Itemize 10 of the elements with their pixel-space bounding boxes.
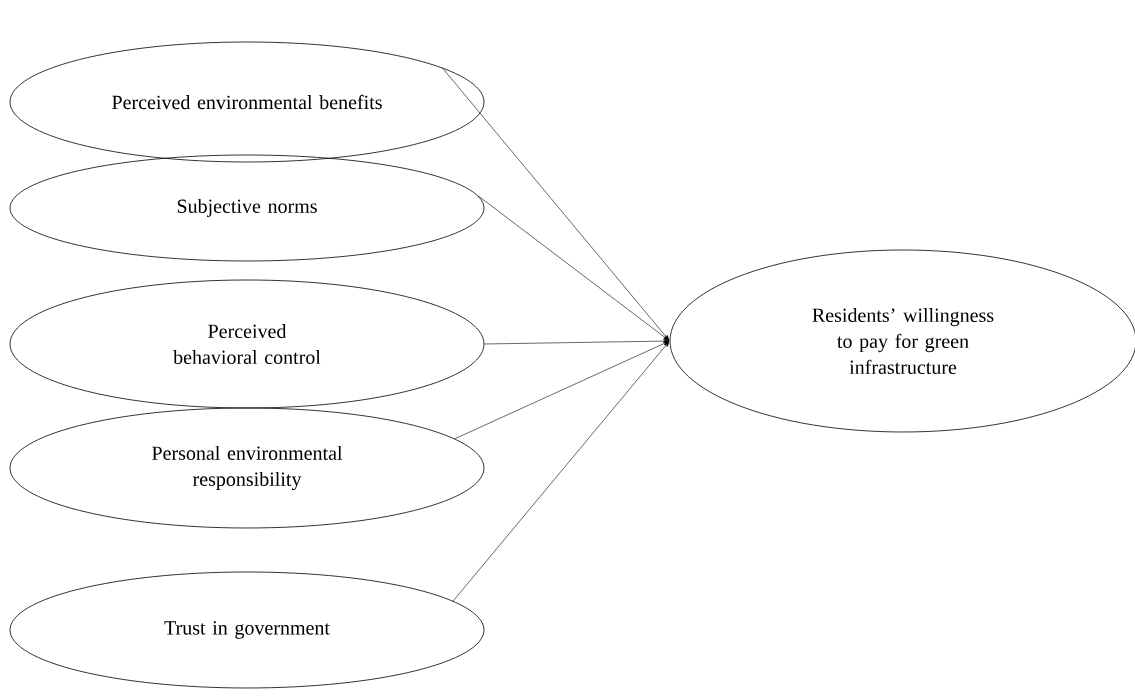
arrow: [477, 195, 670, 341]
ellipse-node: Perceived environmental benefits: [9, 41, 485, 163]
arrow: [452, 341, 670, 602]
ellipse-node: Perceived behavioral control: [9, 279, 485, 409]
ellipse-node: Subjective norms: [9, 154, 485, 262]
ellipse-node: Personal environmental responsibility: [9, 407, 485, 529]
arrow: [484, 338, 669, 345]
ellipse-node: Trust in government: [9, 571, 485, 689]
arrow: [454, 341, 670, 440]
arrow: [441, 67, 670, 341]
